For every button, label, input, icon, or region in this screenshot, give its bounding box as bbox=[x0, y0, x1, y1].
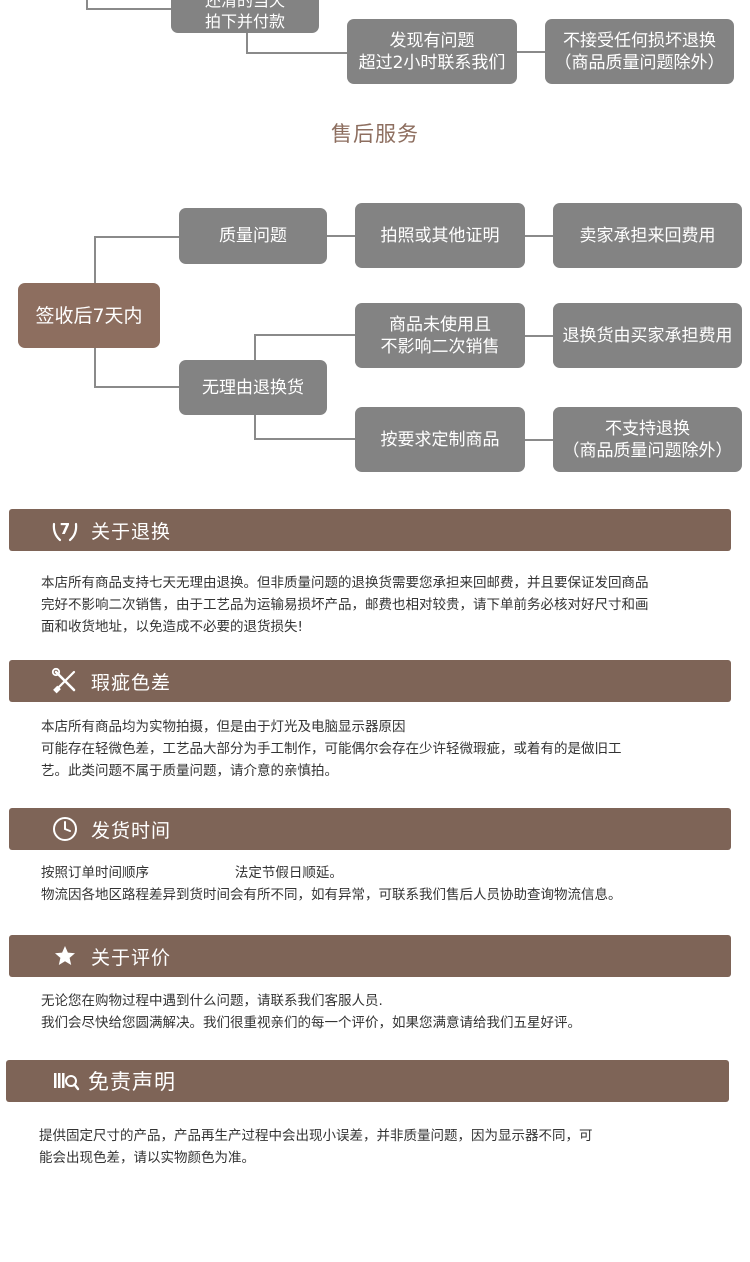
connector-line bbox=[327, 235, 355, 237]
text-line: 我们会尽快给您圆满解决。我们很重视亲们的每一个评价，如果您满意请给我们五星好评。 bbox=[41, 1015, 581, 1031]
connector-line bbox=[525, 235, 553, 237]
pay-box-line1: 还清的当天 bbox=[204, 0, 285, 10]
connector-line bbox=[254, 438, 355, 440]
section-title: 关于退换 bbox=[91, 520, 172, 543]
svg-text:7: 7 bbox=[60, 520, 70, 538]
section-title: 发货时间 bbox=[91, 819, 172, 842]
connector-line bbox=[254, 335, 256, 360]
unused-line2: 不影响二次销售 bbox=[380, 336, 500, 357]
text-line: 可能存在轻微色差，工艺品大部分为手工制作，可能偶尔会存在少许轻微瑕疵，或着有的是… bbox=[41, 741, 622, 757]
section-body-shipping: 按照订单时间顺序 法定节假日顺延。 物流因各地区路程差异到货时间会有所不同，如有… bbox=[41, 862, 731, 906]
no-reason-label: 无理由退换货 bbox=[202, 377, 304, 398]
unused-item-box: 商品未使用且 不影响二次销售 bbox=[355, 303, 525, 368]
quality-issue-box: 质量问题 bbox=[179, 208, 327, 264]
pay-box-line2: 拍下并付款 bbox=[204, 11, 285, 31]
connector-line bbox=[254, 334, 355, 336]
photo-proof-box: 拍照或其他证明 bbox=[355, 203, 525, 268]
quality-issue-label: 质量问题 bbox=[219, 226, 287, 246]
seller-pays-label: 卖家承担来回费用 bbox=[579, 225, 716, 246]
section-body-returns: 本店所有商品支持七天无理由退换。但非质量问题的退换货需要您承担来回邮费，并且要保… bbox=[41, 572, 731, 638]
disclaimer-icon bbox=[52, 1067, 80, 1095]
problem-report-box: 发现有问题 超过2小时联系我们 bbox=[347, 19, 517, 84]
text-line: 完好不影响二次销售，由于工艺品为运输易损坏产品，邮费也相对较贵，请下单前务必核对… bbox=[41, 597, 649, 613]
text-line: 面和收货地址，以免造成不必要的退货损失! bbox=[41, 619, 303, 635]
no-support-box: 不支持退换 （商品质量问题除外） bbox=[553, 407, 742, 472]
connector-line bbox=[246, 33, 248, 53]
connector-line bbox=[86, 0, 88, 9]
no-return-line1: 不接受任何损坏退换 bbox=[563, 30, 716, 51]
section-body-reviews: 无论您在购物过程中遇到什么问题，请联系我们客服人员. 我们会尽快给您圆满解决。我… bbox=[41, 990, 731, 1034]
clock-icon bbox=[51, 815, 79, 843]
tools-icon bbox=[51, 667, 79, 695]
connector-line bbox=[94, 348, 96, 387]
buyer-pays-label: 退换货由买家承担费用 bbox=[562, 325, 733, 346]
text-line: 提供固定尺寸的产品，产品再生产过程中会出现小误差，并非质量问题，因为显示器不同，… bbox=[39, 1128, 593, 1144]
section-title: 免责声明 bbox=[88, 1070, 176, 1094]
seller-pays-box: 卖家承担来回费用 bbox=[553, 203, 742, 268]
problem-box-line1: 发现有问题 bbox=[389, 30, 475, 51]
connector-line bbox=[86, 8, 172, 10]
section-title: 瑕疵色差 bbox=[91, 671, 172, 694]
connector-line bbox=[525, 439, 553, 441]
section-body-disclaimer: 提供固定尺寸的产品，产品再生产过程中会出现小误差，并非质量问题，因为显示器不同，… bbox=[39, 1125, 729, 1169]
root-box-label: 签收后7天内 bbox=[35, 304, 143, 327]
connector-line bbox=[94, 386, 180, 388]
section-header-shipping: 发货时间 bbox=[9, 808, 731, 850]
text-line: 艺。此类问题不属于质量问题，请介意的亲慎拍。 bbox=[41, 763, 338, 779]
no-support-line2: （商品质量问题除外） bbox=[562, 440, 733, 461]
problem-box-line2: 超过2小时联系我们 bbox=[358, 52, 506, 73]
section-header-reviews: 关于评价 bbox=[9, 935, 731, 977]
text-line: 无论您在购物过程中遇到什么问题，请联系我们客服人员. bbox=[41, 993, 383, 1009]
pay-box: 还清的当天 拍下并付款 bbox=[171, 0, 319, 33]
connector-line bbox=[246, 52, 348, 54]
connector-line bbox=[94, 236, 96, 283]
connector-line bbox=[525, 335, 553, 337]
section-header-defects: 瑕疵色差 bbox=[9, 660, 731, 702]
text-line: 本店所有商品支持七天无理由退换。但非质量问题的退换货需要您承担来回邮费，并且要保… bbox=[41, 575, 649, 591]
text-line: 物流因各地区路程差异到货时间会有所不同，如有异常，可联系我们售后人员协助查询物流… bbox=[41, 887, 622, 903]
star-icon bbox=[51, 942, 79, 970]
no-return-line2: （商品质量问题除外） bbox=[554, 52, 725, 73]
connector-line bbox=[94, 236, 180, 238]
section-body-defects: 本店所有商品均为实物拍摄，但是由于灯光及电脑显示器原因 可能存在轻微色差，工艺品… bbox=[41, 716, 731, 782]
section-header-disclaimer: 免责声明 bbox=[6, 1060, 729, 1102]
section-title: 关于评价 bbox=[91, 946, 172, 969]
root-box-7days: 签收后7天内 bbox=[18, 283, 160, 348]
photo-proof-label: 拍照或其他证明 bbox=[380, 225, 500, 246]
section-header-returns: 7 关于退换 bbox=[9, 509, 731, 551]
unused-line1: 商品未使用且 bbox=[389, 314, 491, 335]
seven-days-hands-icon: 7 bbox=[51, 516, 79, 544]
connector-line bbox=[517, 51, 545, 53]
text-line: 本店所有商品均为实物拍摄，但是由于灯光及电脑显示器原因 bbox=[41, 719, 406, 735]
no-return-box: 不接受任何损坏退换 （商品质量问题除外） bbox=[545, 19, 734, 84]
no-support-line1: 不支持退换 bbox=[605, 418, 690, 439]
connector-line bbox=[254, 415, 256, 439]
custom-item-label: 按要求定制商品 bbox=[380, 429, 500, 450]
custom-item-box: 按要求定制商品 bbox=[355, 407, 525, 472]
text-line: 按照订单时间顺序 法定节假日顺延。 bbox=[41, 865, 343, 881]
no-reason-return-box: 无理由退换货 bbox=[179, 360, 327, 415]
buyer-pays-box: 退换货由买家承担费用 bbox=[553, 303, 742, 368]
service-title: 售后服务 bbox=[331, 122, 419, 146]
text-line: 能会出现色差，请以实物颜色为准。 bbox=[39, 1150, 255, 1166]
